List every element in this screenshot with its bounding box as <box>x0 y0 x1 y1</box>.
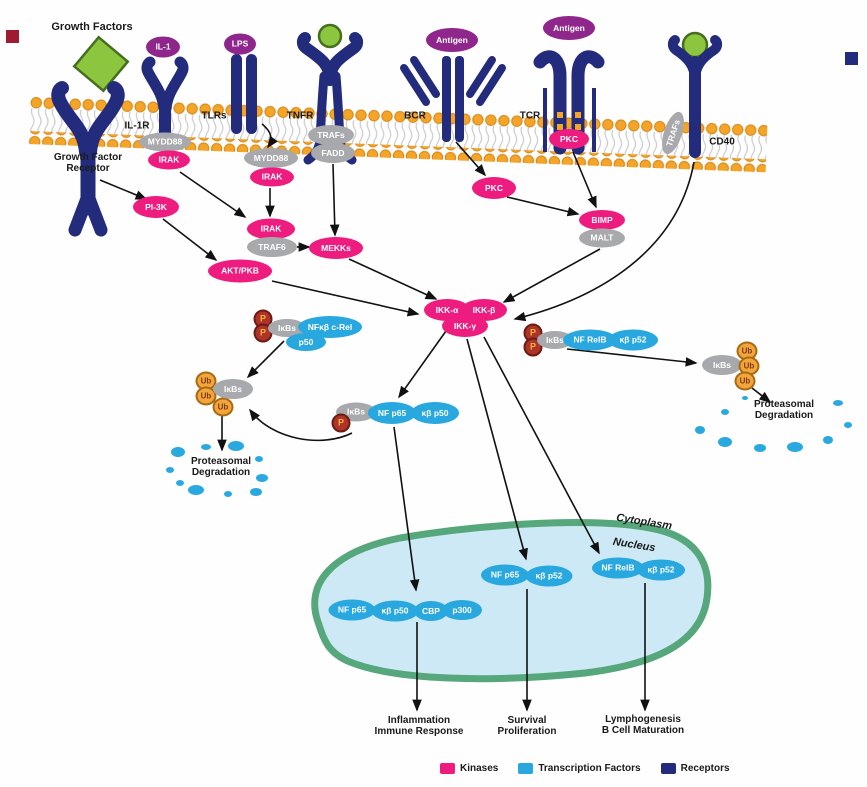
ikbs-ub-left[interactable]: IκBs <box>213 379 253 399</box>
fadd-tnfr[interactable]: FADD <box>311 143 355 163</box>
bcr-antigen-ligand[interactable]: Antigen <box>426 28 478 52</box>
mydd88-tlr[interactable]: MYDD88 <box>244 148 298 168</box>
ikbs-left[interactable]: IκBs <box>268 319 306 337</box>
pi3k[interactable]: PI-3K <box>133 196 179 218</box>
mekks[interactable]: MEKKs <box>309 237 363 259</box>
nf-p65-nucleus-1[interactable]: NF p65 <box>328 599 376 621</box>
legend-label-transcription-factors: Transcription Factors <box>538 763 641 774</box>
traf6[interactable]: TRAF6 <box>247 237 297 257</box>
ikk-gamma[interactable]: IKK-γ <box>442 315 488 337</box>
nfkb-c-rel[interactable]: NFκβ c-Rel <box>298 316 362 338</box>
kb-p50-nucleus-1[interactable]: κβ p50 <box>371 600 419 622</box>
kb-p52-nucleus-2[interactable]: κβ p52 <box>525 565 573 587</box>
degradation-dots-left <box>166 441 268 497</box>
kb-p52-right[interactable]: κβ p52 <box>608 329 658 351</box>
plasma-membrane <box>28 96 768 173</box>
irak-tlr[interactable]: IRAK <box>250 167 294 187</box>
corner-marker-red <box>6 30 19 43</box>
legend-label-kinases: Kinases <box>460 763 499 774</box>
ikbs-ub-right[interactable]: IκBs <box>702 355 742 375</box>
il1-ligand[interactable]: IL-1 <box>146 36 180 58</box>
nf-p65-nucleus-2[interactable]: NF p65 <box>481 564 529 586</box>
p50-left[interactable]: p50 <box>286 333 326 351</box>
nf-relb-nucleus[interactable]: NF RelB <box>592 557 644 579</box>
nucleus-shape <box>311 519 712 683</box>
lps-ligand[interactable]: LPS <box>224 33 256 55</box>
growth-factor-receptor-icon <box>51 35 130 237</box>
mydd88-il1r[interactable]: MYDD88 <box>139 132 191 152</box>
trafs-tnfr[interactable]: TRAFs <box>308 125 354 145</box>
pkc-bcr[interactable]: PKC <box>472 177 516 199</box>
receptors-swatch <box>660 763 676 774</box>
ub-left-3[interactable]: Ub <box>212 397 234 417</box>
legend-item-kinases: Kinases <box>440 763 498 774</box>
legend-item-receptors: Receptors <box>660 763 730 774</box>
akt-pkb[interactable]: AKT/PKB <box>208 259 272 283</box>
bimp[interactable]: BIMP <box>579 210 625 230</box>
ub-right-3[interactable]: Ub <box>734 371 756 391</box>
irak-il1r[interactable]: IRAK <box>148 150 190 170</box>
legend-item-transcription-factors: Transcription Factors <box>518 763 641 774</box>
irak-mid[interactable]: IRAK <box>247 218 295 240</box>
ub-left-2[interactable]: Ub <box>195 386 217 406</box>
tcr-receptor-icon <box>533 50 605 155</box>
ub-left-1[interactable]: Ub <box>195 371 217 391</box>
legend: Kinases Transcription Factors Receptors <box>440 763 730 774</box>
legend-label-receptors: Receptors <box>680 763 730 774</box>
degradation-dots-right <box>695 396 852 452</box>
kb-p50-mid[interactable]: κβ p50 <box>411 402 459 424</box>
corner-marker-navy <box>845 52 858 65</box>
tlr-receptor-icon <box>231 54 257 134</box>
cd40-receptor-icon <box>667 31 723 158</box>
p-mid[interactable]: P <box>331 413 351 433</box>
transcription-factors-swatch <box>518 763 534 774</box>
kinases-swatch <box>440 763 455 774</box>
p300-nucleus[interactable]: p300 <box>442 600 482 620</box>
bcr-receptor-icon <box>400 56 506 142</box>
pkc-tcr[interactable]: PKC <box>549 129 589 149</box>
kb-p52-nucleus-3[interactable]: κβ p52 <box>637 559 685 581</box>
nf-relb-right[interactable]: NF RelB <box>563 329 617 351</box>
nf-p65-mid[interactable]: NF p65 <box>368 402 416 424</box>
malt[interactable]: MALT <box>579 228 625 248</box>
p-left-2[interactable]: P <box>253 323 273 343</box>
pathway-arrows <box>99 123 772 712</box>
cbp-nucleus[interactable]: CBP <box>414 601 448 621</box>
tcr-antigen-ligand[interactable]: Antigen <box>543 16 595 40</box>
